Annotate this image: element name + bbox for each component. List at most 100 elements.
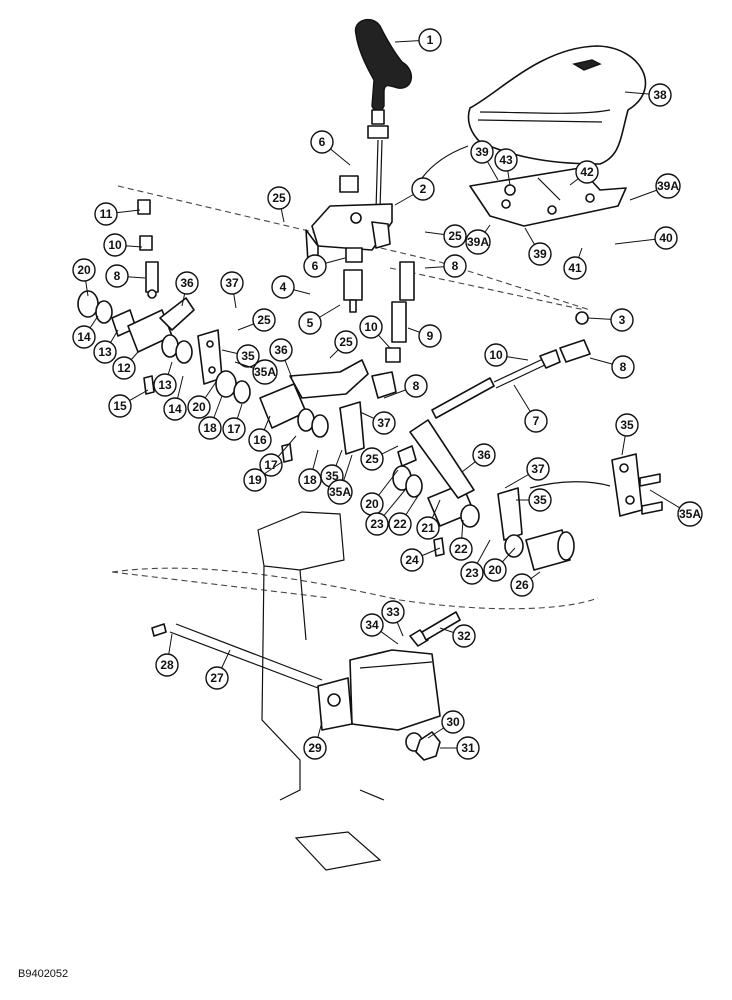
callout-number: 10 <box>108 238 122 252</box>
callout-circle <box>112 356 136 380</box>
callout-15: 15 <box>108 389 149 418</box>
callout-circle <box>187 395 211 419</box>
callout-circle <box>93 340 117 364</box>
callout-number: 35A <box>679 507 701 521</box>
callout-35a: 35A <box>327 454 353 505</box>
callout-number: 36 <box>274 343 288 357</box>
callout-36: 36 <box>269 338 293 379</box>
callout-number: 37 <box>531 462 545 476</box>
callout-circle <box>155 653 179 677</box>
callout-38: 38 <box>624 83 672 107</box>
lever-bracket <box>305 203 393 313</box>
callout-13: 13 <box>93 329 119 364</box>
callout-circle <box>372 411 396 435</box>
callout-number: 22 <box>454 542 468 556</box>
callout-circle <box>153 373 177 397</box>
callout-number: 12 <box>117 361 131 375</box>
callout-circle <box>269 338 293 362</box>
callout-number: 32 <box>457 629 471 643</box>
callout-42: 42 <box>569 160 599 186</box>
lower-shift-arm <box>392 419 611 571</box>
callout-circle <box>418 28 442 52</box>
callout-number: 39 <box>533 247 547 261</box>
callout-circle <box>381 600 405 624</box>
callout-circle <box>615 413 639 437</box>
callout-36: 36 <box>461 443 496 473</box>
callout-circle <box>470 140 494 164</box>
callout-number: 30 <box>446 715 460 729</box>
callout-number: 25 <box>448 229 462 243</box>
callout-circle <box>360 613 384 637</box>
callout-number: 19 <box>248 473 262 487</box>
callout-number: 35 <box>325 469 339 483</box>
callout-number: 37 <box>225 276 239 290</box>
callout-number: 7 <box>533 414 540 428</box>
callout-circle <box>575 160 599 184</box>
callout-10: 10 <box>359 315 391 349</box>
left-linkage <box>137 199 415 399</box>
callout-circle <box>404 374 428 398</box>
callout-circle <box>472 443 496 467</box>
callout-35: 35 <box>221 344 260 368</box>
callout-6: 6 <box>303 254 346 278</box>
callout-circle <box>108 394 132 418</box>
callout-circle <box>677 501 703 527</box>
callout-20: 20 <box>360 469 399 516</box>
callout-27: 27 <box>205 649 231 690</box>
callout-circle <box>236 344 260 368</box>
callout-10: 10 <box>103 233 143 257</box>
callout-circle <box>510 573 534 597</box>
callout-number: 22 <box>393 517 407 531</box>
callout-circle <box>271 275 295 299</box>
callout-36: 36 <box>175 271 199 307</box>
callout-circle <box>563 256 587 280</box>
callout-18: 18 <box>298 449 322 492</box>
callout-number: 18 <box>303 473 317 487</box>
callout-number: 31 <box>461 741 475 755</box>
callout-number: 20 <box>77 263 91 277</box>
callout-number: 25 <box>257 313 271 327</box>
callout-25: 25 <box>267 186 291 223</box>
callout-number: 40 <box>659 231 673 245</box>
callout-11: 11 <box>94 202 141 226</box>
callout-number: 25 <box>339 335 353 349</box>
callout-circle <box>418 324 442 348</box>
callout-circle <box>105 264 129 288</box>
callout-39: 39 <box>470 140 499 181</box>
phantom-lines <box>111 185 599 610</box>
callout-17: 17 <box>259 435 297 477</box>
shifter-boot <box>421 45 647 179</box>
callout-circle <box>222 417 246 441</box>
callout-32: 32 <box>439 624 476 648</box>
callout-22: 22 <box>449 519 473 561</box>
callout-number: 39A <box>467 235 489 249</box>
callout-20: 20 <box>72 258 96 297</box>
callout-number: 35 <box>620 418 634 432</box>
callout-6: 6 <box>310 130 351 166</box>
callout-number: 13 <box>98 345 112 359</box>
callout-circle <box>443 254 467 278</box>
callout-circle <box>298 468 322 492</box>
callout-2: 2 <box>394 177 435 206</box>
callout-10: 10 <box>484 343 529 367</box>
callout-number: 1 <box>427 33 434 47</box>
callout-number: 20 <box>488 563 502 577</box>
callout-39: 39 <box>524 227 552 266</box>
callout-circle <box>411 177 435 201</box>
callout-circle <box>611 355 635 379</box>
callout-8: 8 <box>383 374 428 399</box>
callout-39a: 39A <box>629 173 681 201</box>
callout-number: 20 <box>192 400 206 414</box>
callout-number: 34 <box>365 618 379 632</box>
callout-number: 25 <box>365 452 379 466</box>
callout-22: 22 <box>388 495 419 536</box>
callout-20: 20 <box>483 547 516 582</box>
callout-number: 36 <box>180 276 194 290</box>
callout-circle <box>205 666 229 690</box>
callout-circle <box>484 343 508 367</box>
callout-25: 25 <box>360 445 399 471</box>
callout-circle <box>365 512 389 536</box>
callout-28: 28 <box>155 633 179 677</box>
figure-code: B9402052 <box>18 968 69 980</box>
callout-number: 25 <box>272 191 286 205</box>
